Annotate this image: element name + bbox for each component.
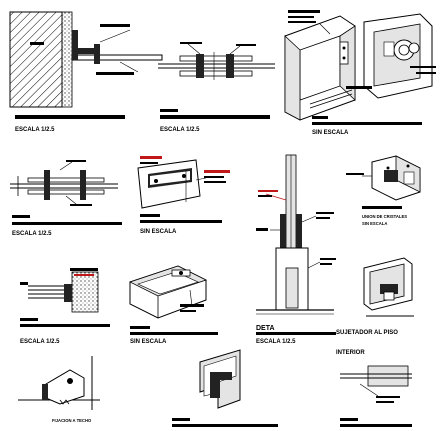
detail-ceiling-fixing: FIJACION A TECHO xyxy=(18,356,100,423)
detail-glass-joint-plan: ESCALA 1/2.5 xyxy=(158,42,275,133)
detail-anchor-concrete: ESCALA 1/2.5 xyxy=(20,268,110,345)
detail-hinge-3d: SIN ESCALA xyxy=(284,10,436,136)
detail-9-label: DETA xyxy=(256,325,275,332)
detail-4-scale: ESCALA 1/2.5 xyxy=(12,231,52,237)
detail-corner-fitting xyxy=(172,349,278,427)
detail-floor-box-3d: SIN ESCALA xyxy=(128,265,218,345)
detail-5-scale: SIN ESCALA xyxy=(140,229,177,235)
detail-3-scale: SIN ESCALA xyxy=(312,130,349,136)
detail-12-label: INTERIOR xyxy=(336,350,365,356)
detail-plate-3d: SIN ESCALA xyxy=(137,156,230,235)
detail-post-section xyxy=(256,154,334,251)
detail-9-scale: ESCALA 1/2.5 xyxy=(256,339,296,345)
detail-floor-fixing-3d: SUJETADOR AL PISO xyxy=(336,257,414,336)
detail-10-label: SUJETADOR AL PISO xyxy=(336,330,398,336)
detail-11-scale: FIJACION A TECHO xyxy=(52,418,92,423)
detail-7-scale: ESCALA 1/2.5 xyxy=(20,339,60,345)
detail-floor-anchor-elevation: DETA ESCALA 1/2.5 xyxy=(256,247,336,345)
detail-glass-bar-plan: ESCALA 1/2.5 xyxy=(10,160,122,237)
detail-6-scale: SIN ESCALA xyxy=(362,221,387,226)
detail-8-scale: SIN ESCALA xyxy=(130,339,167,345)
detail-interior-section: INTERIOR xyxy=(336,350,412,427)
detail-1-scale: ESCALA 1/2.5 xyxy=(15,127,55,133)
detail-glass-union-3d: UNION DE CRISTALES SIN ESCALA xyxy=(346,155,421,226)
detail-2-scale: ESCALA 1/2.5 xyxy=(160,127,200,133)
detail-wall-clamp-section: ESCALA 1/2.5 xyxy=(9,11,163,133)
detail-6-note: UNION DE CRISTALES xyxy=(362,214,407,219)
